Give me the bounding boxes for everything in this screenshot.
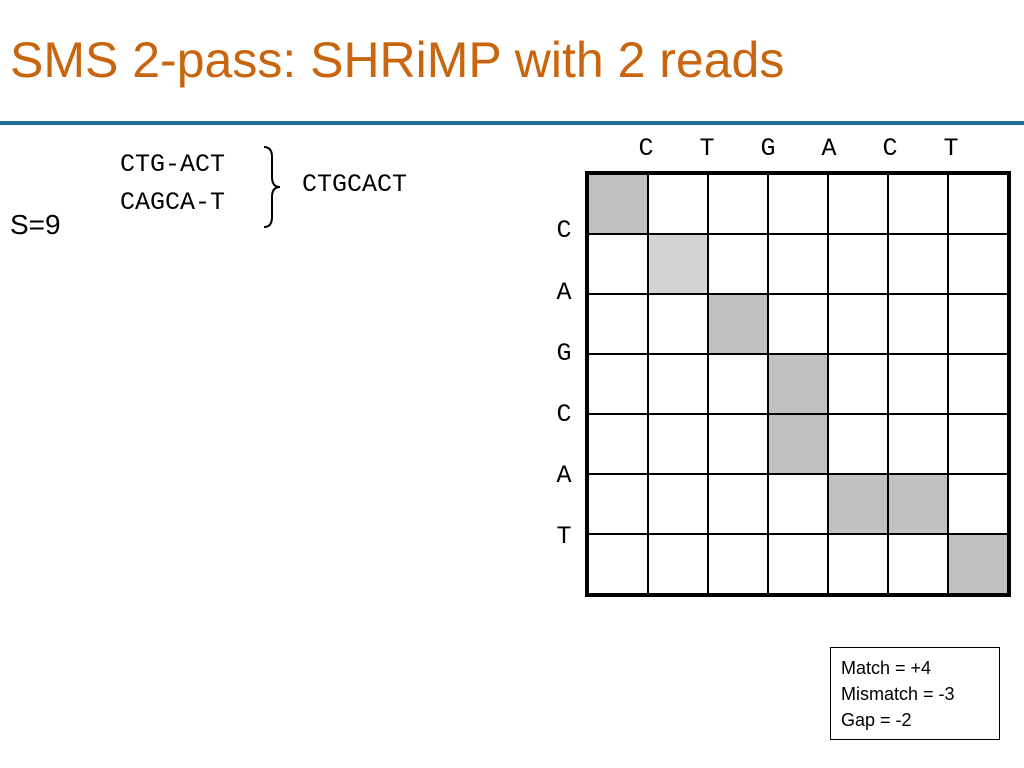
matrix-cell	[708, 534, 768, 594]
column-header: T	[943, 134, 959, 163]
row-header: A	[556, 278, 572, 307]
matrix-cell	[648, 234, 708, 294]
gap-score: Gap = -2	[841, 710, 912, 730]
row-header: A	[556, 461, 572, 490]
matrix-cell	[828, 234, 888, 294]
alignment-matrix	[585, 171, 1011, 597]
right-brace-icon	[263, 146, 281, 228]
mismatch-score: Mismatch = -3	[841, 684, 955, 704]
score-label: S=9	[10, 209, 61, 240]
matrix-cell	[708, 474, 768, 534]
matrix-cell	[948, 534, 1008, 594]
matrix-cell	[648, 474, 708, 534]
row-header: G	[556, 339, 572, 368]
matrix-cell	[768, 234, 828, 294]
scoring-legend: Match = +4 Mismatch = -3 Gap = -2	[830, 647, 1000, 740]
matrix-cell	[588, 294, 648, 354]
matrix-cell	[948, 294, 1008, 354]
row-header: C	[556, 216, 572, 245]
matrix-cell	[828, 534, 888, 594]
matrix-cell	[648, 354, 708, 414]
matrix-cell	[768, 174, 828, 234]
matrix-cell	[768, 294, 828, 354]
matrix-cell	[948, 414, 1008, 474]
matrix-cell	[648, 414, 708, 474]
column-header: A	[821, 134, 837, 163]
matrix-cell	[888, 534, 948, 594]
matrix-cell	[888, 414, 948, 474]
read-2: CAGCA-T	[120, 188, 226, 217]
matrix-cell	[948, 354, 1008, 414]
matrix-cell	[768, 534, 828, 594]
matrix-cell	[588, 174, 648, 234]
column-header: G	[760, 134, 776, 163]
matrix-cell	[648, 294, 708, 354]
row-header: C	[556, 400, 572, 429]
matrix-cell	[768, 414, 828, 474]
matrix-cell	[828, 414, 888, 474]
matrix-cell	[648, 174, 708, 234]
matrix-cell	[588, 534, 648, 594]
column-header: T	[699, 134, 715, 163]
matrix-cell	[588, 474, 648, 534]
matrix-cell	[948, 474, 1008, 534]
matrix-cell	[768, 474, 828, 534]
matrix-cell	[588, 234, 648, 294]
match-score: Match = +4	[841, 658, 932, 678]
column-header: C	[638, 134, 654, 163]
slide-title: SMS 2-pass: SHRiMP with 2 reads	[10, 32, 785, 88]
matrix-cell	[828, 174, 888, 234]
matrix-cell	[888, 474, 948, 534]
matrix-cell	[708, 294, 768, 354]
matrix-cell	[708, 414, 768, 474]
merged-sequence: CTGCACT	[302, 170, 408, 199]
matrix-cell	[828, 294, 888, 354]
matrix-cell	[948, 234, 1008, 294]
matrix-cell	[708, 174, 768, 234]
matrix-cell	[708, 234, 768, 294]
matrix-cell	[708, 354, 768, 414]
matrix-cell	[888, 234, 948, 294]
title-divider	[0, 121, 1024, 125]
matrix-cell	[588, 354, 648, 414]
read-1: CTG-ACT	[120, 150, 226, 179]
matrix-cell	[588, 414, 648, 474]
column-header: C	[882, 134, 898, 163]
matrix-cell	[768, 354, 828, 414]
matrix-cell	[948, 174, 1008, 234]
matrix-cell	[648, 534, 708, 594]
matrix-cell	[888, 354, 948, 414]
matrix-cell	[888, 174, 948, 234]
matrix-cell	[828, 474, 888, 534]
row-header: T	[556, 522, 572, 551]
matrix-cell	[828, 354, 888, 414]
matrix-cell	[888, 294, 948, 354]
